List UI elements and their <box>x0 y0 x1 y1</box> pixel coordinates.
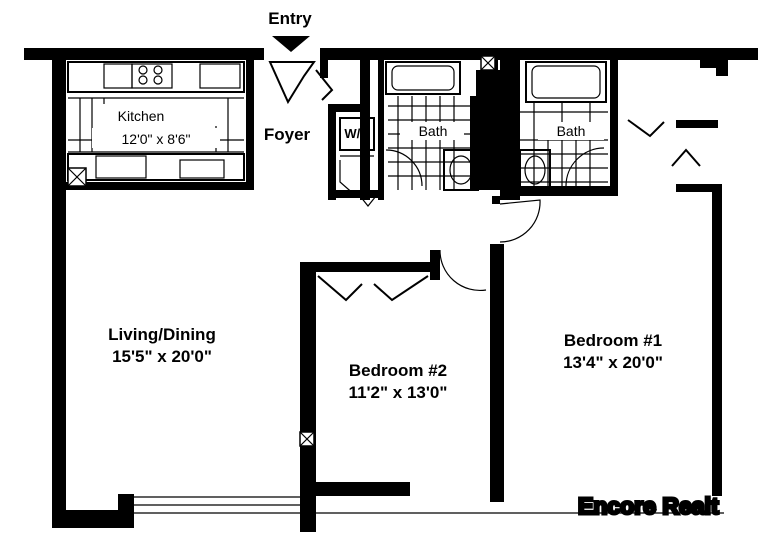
bath-left-area <box>378 55 502 200</box>
kitchen-name: Kitchen <box>118 108 165 124</box>
foyer-area <box>268 60 380 207</box>
bath-right-area <box>500 60 722 200</box>
bedroom1-walls <box>490 244 504 502</box>
hall-door <box>492 196 541 243</box>
exterior-walls <box>24 48 758 528</box>
entry-arrow-icon <box>272 36 310 52</box>
kitchen-size: 12'0" x 8'6" <box>122 131 191 147</box>
washer-dryer-label: W/D <box>344 126 369 141</box>
living-dining-size: 15'5" x 20'0" <box>112 347 212 366</box>
entry-label: Entry <box>268 9 312 28</box>
bath-right-label: Bath <box>557 123 586 139</box>
living-dining-name: Living/Dining <box>108 325 216 344</box>
bedroom2-walls <box>299 249 487 532</box>
watermark-text: Encore Realt <box>578 493 719 519</box>
foyer-label: Foyer <box>264 125 311 144</box>
bedroom1-size: 13'4" x 20'0" <box>563 353 663 372</box>
kitchen-area <box>66 48 254 190</box>
bedroom2-name: Bedroom #2 <box>349 361 447 380</box>
bottom-window <box>134 496 724 514</box>
bedroom2-size: 11'2" x 13'0" <box>349 383 448 402</box>
bath-left-label: Bath <box>419 123 448 139</box>
bedroom1-name: Bedroom #1 <box>564 331 662 350</box>
